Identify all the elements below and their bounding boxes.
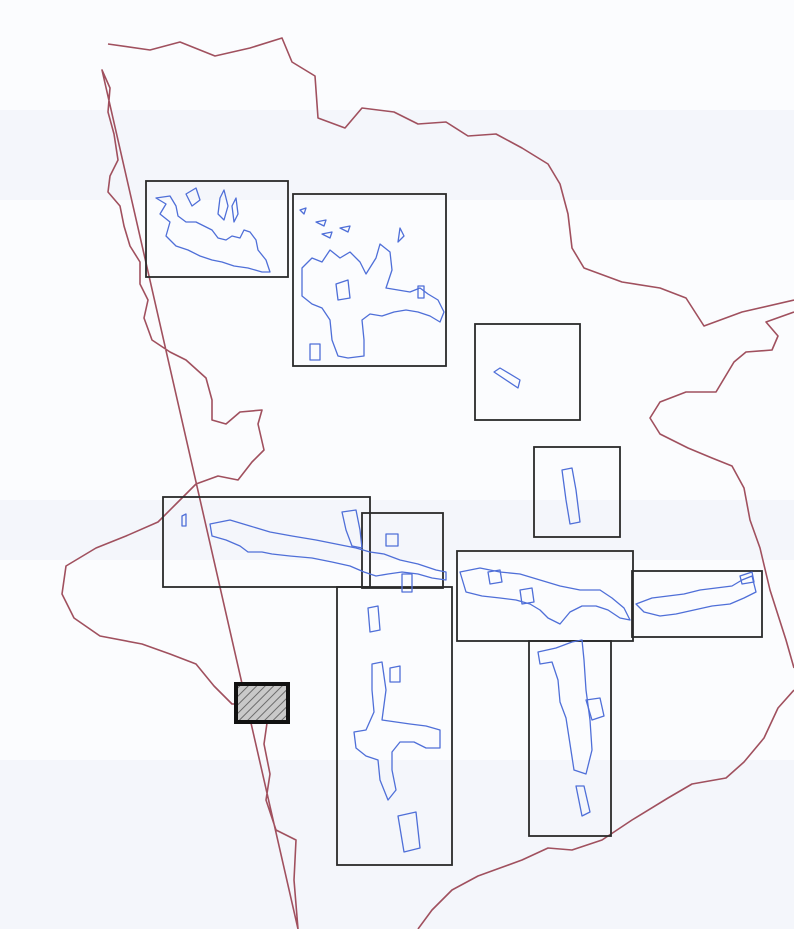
feature-outline	[301, 243, 445, 359]
feature-outline	[401, 573, 413, 593]
feature-outline	[217, 189, 229, 221]
district-boundary	[61, 37, 794, 929]
feature-outline	[209, 519, 447, 581]
feature-outline	[389, 665, 401, 683]
feature-outline	[585, 697, 605, 721]
feature-outline	[397, 227, 405, 243]
sheet-frame-3	[474, 323, 581, 421]
feature-outline	[397, 811, 421, 853]
feature-outline	[155, 195, 271, 273]
sheet-frame-9	[336, 586, 453, 866]
feature-outline	[417, 285, 425, 299]
feature-outline	[315, 219, 327, 227]
feature-outlines	[155, 187, 757, 853]
scan-band	[0, 760, 794, 929]
feature-outline	[519, 587, 535, 605]
feature-outline	[367, 605, 381, 633]
feature-outline	[493, 367, 521, 389]
feature-outline	[181, 513, 187, 527]
feature-outline	[185, 187, 201, 207]
feature-outline	[299, 207, 307, 215]
feature-outline	[459, 567, 631, 625]
feature-outline	[385, 533, 399, 547]
feature-outline	[561, 467, 581, 525]
feature-outline	[321, 231, 333, 239]
feature-outline	[537, 639, 593, 775]
location-marker	[234, 682, 290, 724]
feature-outline	[487, 569, 503, 585]
sheet-frame-5	[162, 496, 371, 588]
sheet-frame-10	[528, 640, 612, 837]
feature-outline	[231, 197, 239, 223]
sheet-frame-8	[631, 570, 763, 638]
sheet-frame-1	[145, 180, 289, 278]
feature-outline	[335, 279, 351, 301]
feature-outline	[353, 661, 441, 801]
feature-outline	[739, 571, 755, 585]
sheet-frame-4	[533, 446, 621, 538]
feature-outline	[575, 785, 591, 817]
scan-band	[0, 110, 794, 200]
feature-outline	[341, 509, 363, 549]
sheet-frame-2	[292, 193, 447, 367]
scan-band	[0, 500, 794, 560]
feature-outline	[309, 343, 321, 361]
feature-outline	[635, 575, 757, 617]
feature-outline	[339, 225, 351, 233]
